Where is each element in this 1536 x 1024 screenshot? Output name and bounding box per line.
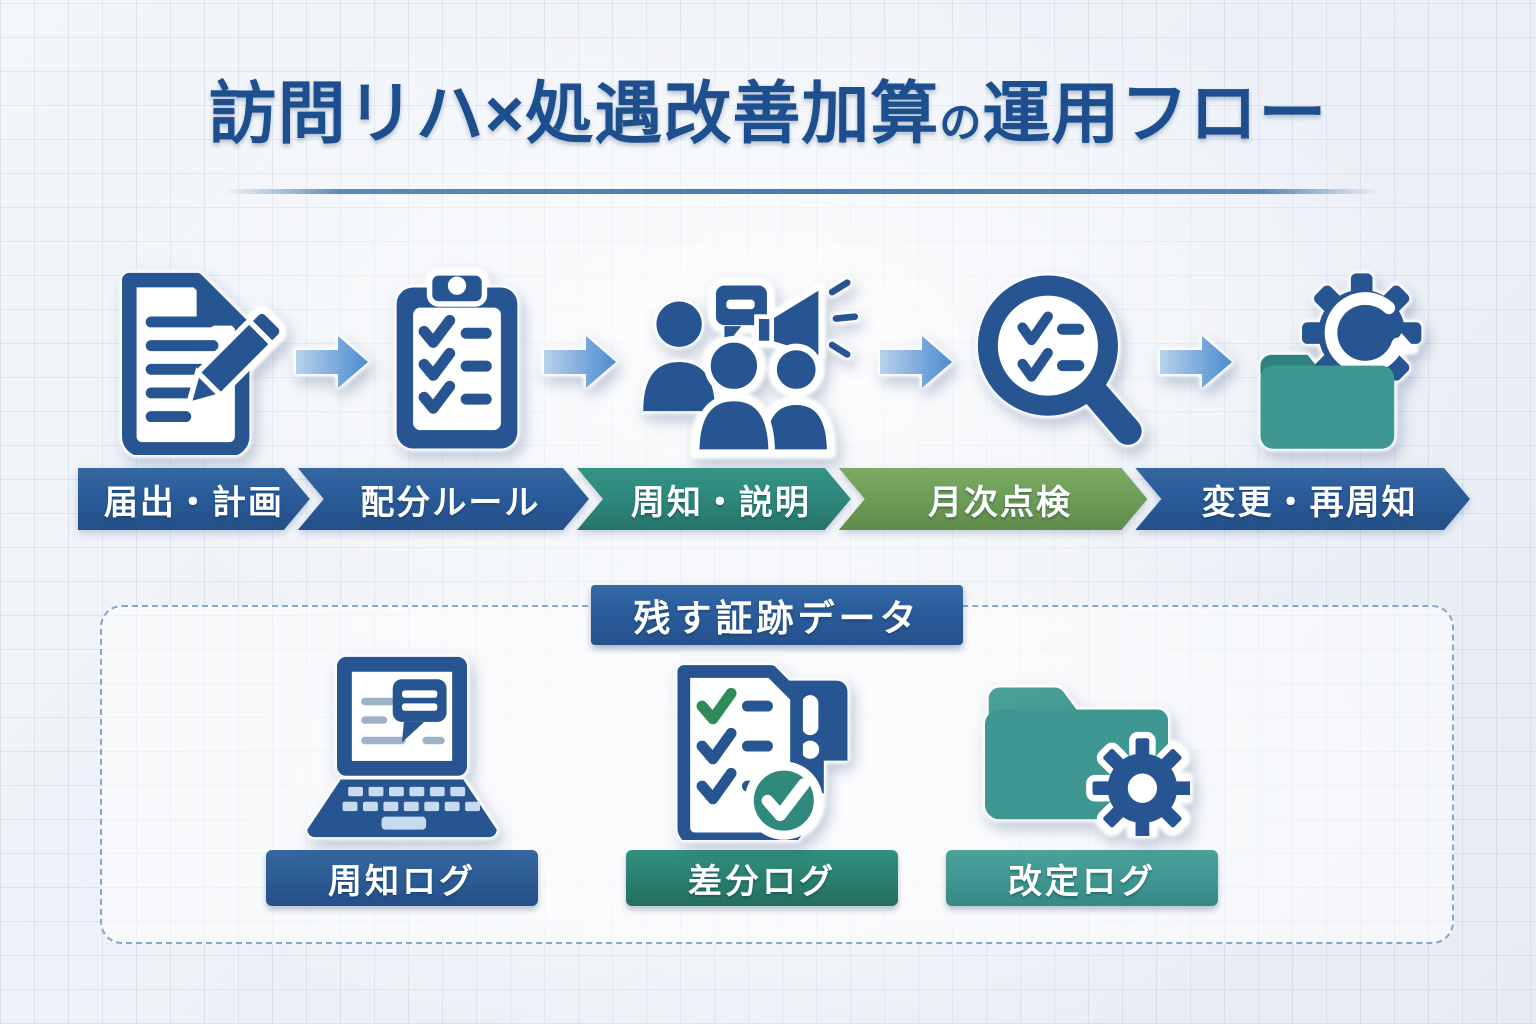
evidence-label-diff-log: 差分ログ [626, 850, 898, 906]
step-label: 月次点検 [928, 483, 1073, 522]
clipboard-checklist-icon [382, 269, 532, 461]
page-title-main1: 訪問リハ×処遇改善加算 [208, 76, 940, 152]
page-title-main2: 運用フロー [982, 76, 1328, 152]
folder-gear-icon [974, 649, 1190, 844]
right-arrow-icon [296, 330, 370, 399]
step-distribution-rule: 配分ルール [298, 468, 589, 530]
evidence-item-revision-log: 改定ログ [927, 649, 1237, 906]
step-label: 配分ルール [360, 483, 541, 522]
step-announce-explain: 周知・説明 [577, 468, 851, 530]
process-flow-icons [0, 262, 1536, 467]
step-label: 周知・説明 [630, 483, 811, 522]
step-monthly-check: 月次点検 [839, 468, 1148, 530]
step-notification-plan: 届出・計画 [78, 468, 310, 530]
process-steps: 届出・計画 配分ルール 周知・説明 月次点検 変更・再周知 [78, 468, 1470, 530]
evidence-data-box: 残す証跡データ [100, 585, 1454, 944]
title-divider [225, 189, 1380, 194]
evidence-item-diff-log: 差分ログ [607, 649, 917, 906]
checklist-alert-icon [662, 649, 862, 844]
page-title: 訪問リハ×処遇改善加算の運用フロー [0, 58, 1536, 157]
step-label: 届出・計画 [103, 483, 284, 522]
step-label: 変更・再周知 [1201, 483, 1418, 522]
page-title-particle: の [939, 99, 983, 146]
gear-folder-icon [1246, 271, 1434, 458]
evidence-label-announce-log: 周知ログ [266, 850, 538, 906]
evidence-box-title: 残す証跡データ [591, 585, 963, 645]
document-pencil-icon [102, 269, 285, 460]
right-arrow-icon [1160, 330, 1234, 399]
evidence-label-revision-log: 改定ログ [946, 850, 1218, 906]
people-megaphone-icon [630, 267, 868, 462]
right-arrow-icon [880, 330, 954, 399]
laptop-message-icon [285, 649, 519, 844]
right-arrow-icon [544, 330, 618, 399]
step-change-reannounce: 変更・再周知 [1135, 468, 1470, 530]
magnifier-checklist-icon [966, 271, 1148, 458]
evidence-item-announce-log: 周知ログ [247, 649, 557, 906]
